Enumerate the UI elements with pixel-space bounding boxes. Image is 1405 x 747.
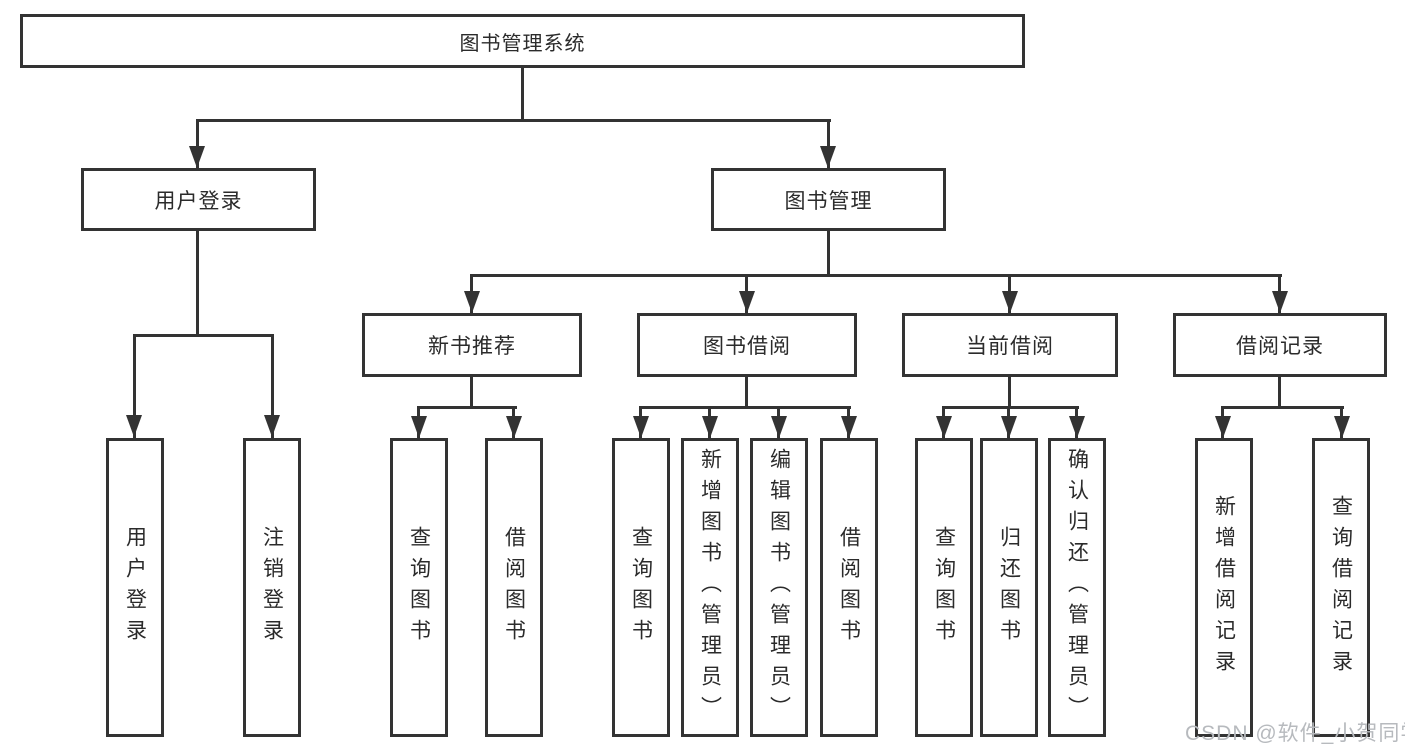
node-label: 确认归还（管理员） <box>1065 448 1089 727</box>
arrow-down-icon <box>264 415 280 437</box>
leaf-user-login: 用户登录 <box>106 438 164 737</box>
line-v <box>1278 375 1281 409</box>
arrow-down-icon <box>1215 416 1231 438</box>
node-label: 归还图书 <box>997 525 1021 650</box>
line-h <box>133 334 274 337</box>
line-v <box>827 119 830 168</box>
leaf-borrow-books-recommend: 借阅图书 <box>485 438 543 737</box>
arrow-down-icon <box>1002 291 1018 313</box>
node-label: 注销登录 <box>260 525 284 650</box>
arrow-down-icon <box>841 416 857 438</box>
node-label: 查询图书 <box>932 525 956 650</box>
line-v <box>196 231 199 337</box>
leaf-query-borrow-record: 查询借阅记录 <box>1312 438 1370 737</box>
arrow-down-icon <box>739 291 755 313</box>
leaf-borrow-books-borrowing: 借阅图书 <box>820 438 878 737</box>
node-label: 新增借阅记录 <box>1212 494 1236 681</box>
line-h <box>942 406 1079 409</box>
leaf-edit-books-admin: 编辑图书（管理员） <box>750 438 808 737</box>
arrow-down-icon <box>1069 416 1085 438</box>
arrow-down-icon <box>1272 291 1288 313</box>
arrow-down-icon <box>126 415 142 437</box>
node-label: 查询图书 <box>629 525 653 650</box>
node-label: 图书管理 <box>784 189 873 213</box>
arrow-down-icon <box>506 416 522 438</box>
line-h <box>417 406 517 409</box>
node-book-borrowing: 图书借阅 <box>637 313 857 377</box>
node-label: 借阅图书 <box>502 525 526 650</box>
node-library-management-system: 图书管理系统 <box>20 14 1025 68</box>
leaf-query-books-borrowing: 查询图书 <box>612 438 670 737</box>
line-h <box>196 119 831 122</box>
leaf-return-books: 归还图书 <box>980 438 1038 737</box>
leaf-logout-login: 注销登录 <box>243 438 301 737</box>
arrow-down-icon <box>702 416 718 438</box>
line-v <box>271 334 274 438</box>
node-label: 新书推荐 <box>428 335 516 358</box>
node-label: 查询借阅记录 <box>1329 494 1353 681</box>
watermark: CSDN @软件_小贺同学 <box>1185 722 1405 745</box>
line-h <box>470 274 1282 277</box>
node-label: 新增图书（管理员） <box>698 448 722 727</box>
line-v <box>827 231 830 277</box>
line-v <box>745 375 748 409</box>
arrow-down-icon <box>189 146 205 168</box>
node-label: 用户登录 <box>154 189 243 213</box>
line-v <box>470 375 473 409</box>
leaf-query-books-current: 查询图书 <box>915 438 973 737</box>
leaf-add-books-admin: 新增图书（管理员） <box>681 438 739 737</box>
line-v <box>1008 375 1011 409</box>
node-user-login: 用户登录 <box>81 168 316 231</box>
node-label: 图书管理系统 <box>459 32 586 55</box>
node-label: 编辑图书（管理员） <box>767 448 791 727</box>
line-v <box>133 334 136 438</box>
arrow-down-icon <box>1334 416 1350 438</box>
node-book-management: 图书管理 <box>711 168 946 231</box>
arrow-down-icon <box>1001 416 1017 438</box>
line-h <box>1221 406 1344 409</box>
line-h <box>639 406 851 409</box>
node-new-book-recommendation: 新书推荐 <box>362 313 582 377</box>
line-v <box>196 119 199 168</box>
arrow-down-icon <box>411 416 427 438</box>
node-current-borrowing: 当前借阅 <box>902 313 1118 377</box>
node-label: 用户登录 <box>123 525 147 650</box>
arrow-down-icon <box>820 146 836 168</box>
leaf-confirm-return-admin: 确认归还（管理员） <box>1048 438 1106 737</box>
leaf-add-borrow-record: 新增借阅记录 <box>1195 438 1253 737</box>
arrow-down-icon <box>464 291 480 313</box>
node-label: 当前借阅 <box>966 335 1054 358</box>
arrow-down-icon <box>771 416 787 438</box>
arrow-down-icon <box>936 416 952 438</box>
node-label: 查询图书 <box>407 525 431 650</box>
leaf-query-books-recommend: 查询图书 <box>390 438 448 737</box>
line-v <box>521 66 524 122</box>
node-label: 借阅图书 <box>837 525 861 650</box>
node-label: 借阅记录 <box>1236 335 1324 358</box>
node-borrowing-records: 借阅记录 <box>1173 313 1387 377</box>
arrow-down-icon <box>633 416 649 438</box>
node-label: 图书借阅 <box>703 335 791 358</box>
